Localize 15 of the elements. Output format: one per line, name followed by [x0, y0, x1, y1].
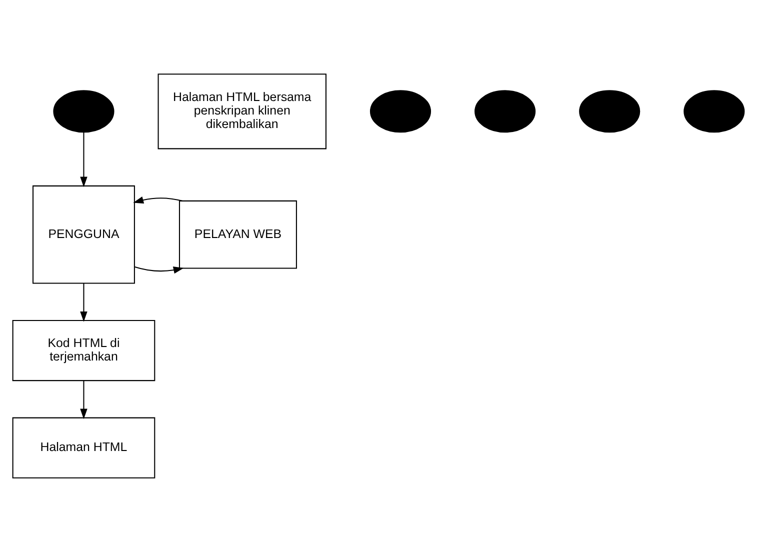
arrow	[80, 282, 88, 322]
arrow	[133, 196, 182, 204]
node-ellipse	[370, 90, 432, 132]
node-box: PELAYAN WEB	[178, 200, 297, 268]
arrow	[80, 132, 88, 187]
arrow	[80, 380, 88, 419]
node-box: Halaman HTML	[12, 416, 156, 478]
node-box: PENGGUNA	[32, 184, 135, 284]
node-ellipse	[579, 90, 640, 132]
arrow	[134, 266, 184, 274]
node-ellipse	[53, 90, 114, 132]
node-box: Halaman HTML bersama penskripan klinen dikembalikan	[158, 73, 326, 149]
node-box: Kod HTML di terjemahkan	[12, 320, 156, 381]
node-ellipse	[684, 90, 745, 132]
node-ellipse	[474, 90, 536, 132]
